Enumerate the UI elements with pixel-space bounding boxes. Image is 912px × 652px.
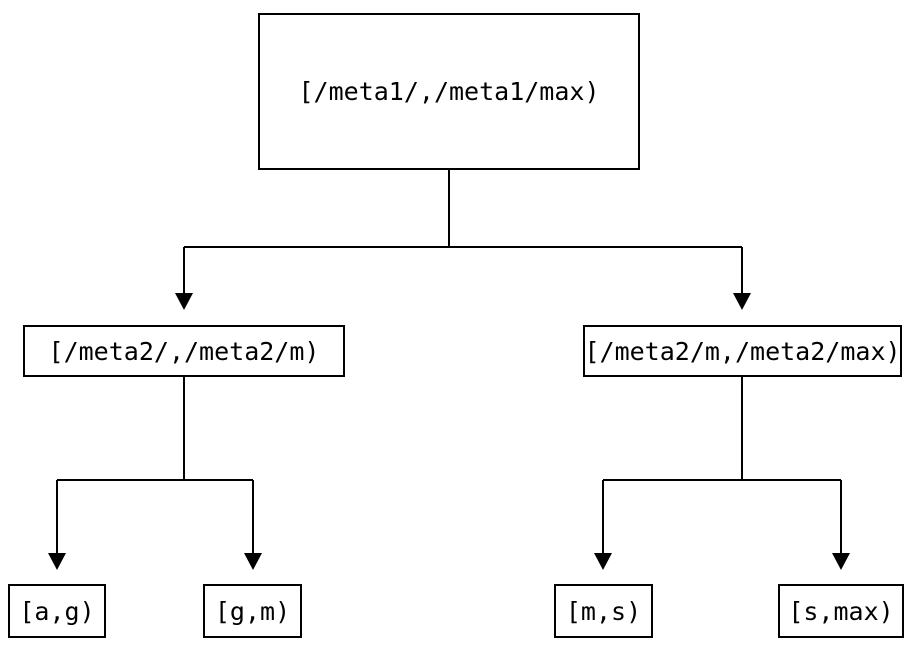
tree-leaf-g-m-label: [g,m) [214,596,291,626]
tree-node-right-range-label: [/meta2/m,/meta2/max) [584,336,901,366]
tree-leaf-a-g: [a,g) [8,584,106,638]
tree-leaf-s-max: [s,max) [778,584,904,638]
tree-node-root-label: [/meta1/,/meta1/max) [298,77,600,106]
arrowhead-down-icon [733,293,751,310]
arrowhead-down-icon [48,553,66,570]
tree-leaf-m-s: [m,s) [554,584,653,638]
tree-node-right-range: [/meta2/m,/meta2/max) [583,325,902,377]
arrowhead-down-icon [594,553,612,570]
tree-node-left-range: [/meta2/,/meta2/m) [23,325,345,377]
arrowhead-down-icon [244,553,262,570]
arrowhead-down-icon [175,293,193,310]
arrowhead-down-icon [832,553,850,570]
tree-leaf-m-s-label: [m,s) [565,596,642,626]
tree-node-root: [/meta1/,/meta1/max) [258,13,640,170]
tree-leaf-g-m: [g,m) [203,584,302,638]
tree-leaf-s-max-label: [s,max) [788,596,894,626]
tree-node-left-range-label: [/meta2/,/meta2/m) [48,336,320,366]
tree-leaf-a-g-label: [a,g) [19,596,95,626]
